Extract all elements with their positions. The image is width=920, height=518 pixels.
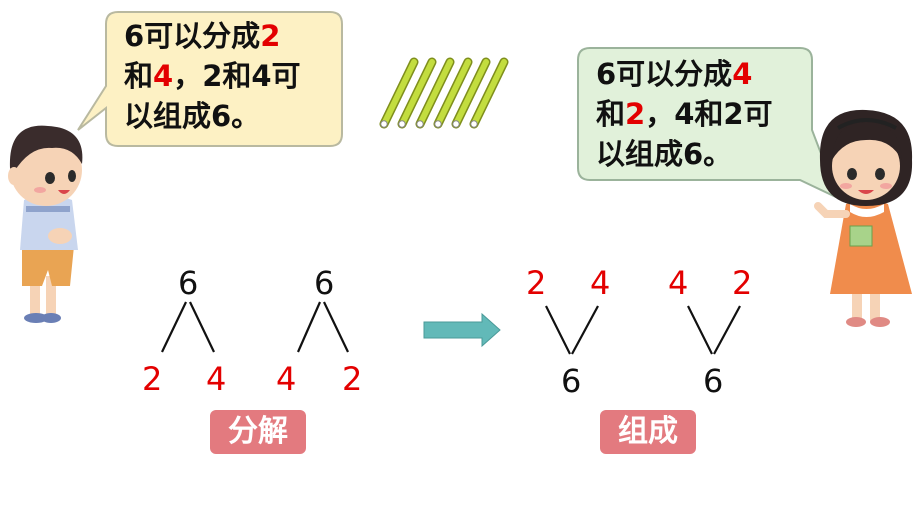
compose-tree-2-lines bbox=[687, 305, 741, 355]
bubble-right-text: 以组成6。 bbox=[596, 137, 733, 171]
bubble-left-red-number: 2 bbox=[260, 19, 281, 53]
speech-bubble-left bbox=[77, 11, 343, 147]
compose-tree-1-left: 2 bbox=[526, 264, 547, 302]
bubble-left-line-2: 和4，2和4可 bbox=[124, 56, 301, 96]
bubble-left-text: 和 bbox=[124, 59, 154, 93]
girl-character-illustration bbox=[814, 109, 913, 327]
bubble-right-red-number: 4 bbox=[732, 57, 753, 91]
decompose-tree-2-top: 6 bbox=[314, 264, 335, 302]
bubble-right-line-1: 6可以分成4 bbox=[596, 54, 773, 94]
decompose-tree-1-lines bbox=[161, 301, 215, 353]
bubble-right-red-number: 2 bbox=[625, 97, 646, 131]
speech-bubble-left-text: 6可以分成2 和4，2和4可 以组成6。 bbox=[124, 16, 301, 136]
decompose-tree-2-right: 2 bbox=[342, 360, 363, 398]
decompose-label: 分解 bbox=[210, 410, 306, 454]
speech-bubble-right bbox=[577, 47, 840, 200]
decompose-tree-2-left: 4 bbox=[276, 360, 297, 398]
bubble-left-red-number: 4 bbox=[153, 59, 174, 93]
decompose-tree-1-left: 2 bbox=[142, 360, 163, 398]
bubble-right-text: 和 bbox=[596, 97, 626, 131]
decompose-tree-1-right: 4 bbox=[206, 360, 227, 398]
compose-tree-1-bottom: 6 bbox=[561, 362, 582, 400]
decompose-tree-1-top: 6 bbox=[178, 264, 199, 302]
decompose-tree-2-lines bbox=[296, 301, 349, 353]
bubble-left-line-3: 以组成6。 bbox=[124, 96, 301, 136]
speech-bubble-right-text: 6可以分成4 和2，4和2可 以组成6。 bbox=[596, 54, 773, 174]
bubble-right-line-2: 和2，4和2可 bbox=[596, 94, 773, 134]
bubble-right-text: 6可以分成 bbox=[596, 57, 733, 91]
bubble-right-line-3: 以组成6。 bbox=[596, 134, 773, 174]
bubble-right-text: ，4和2可 bbox=[645, 97, 773, 131]
compose-tree-2-right: 2 bbox=[732, 264, 753, 302]
boy-character-illustration bbox=[8, 125, 83, 323]
bubble-left-line-1: 6可以分成2 bbox=[124, 16, 301, 56]
compose-label: 组成 bbox=[600, 410, 696, 454]
right-arrow-icon bbox=[423, 312, 501, 348]
bubble-left-text: 以组成6。 bbox=[124, 99, 261, 133]
compose-tree-1-lines bbox=[545, 305, 599, 355]
compose-tree-2-left: 4 bbox=[668, 264, 689, 302]
bubble-left-text: 6可以分成 bbox=[124, 19, 261, 53]
counting-sticks-icon bbox=[379, 57, 504, 127]
compose-tree-1-right: 4 bbox=[590, 264, 611, 302]
compose-tree-2-bottom: 6 bbox=[703, 362, 724, 400]
bubble-left-text: ，2和4可 bbox=[173, 59, 301, 93]
